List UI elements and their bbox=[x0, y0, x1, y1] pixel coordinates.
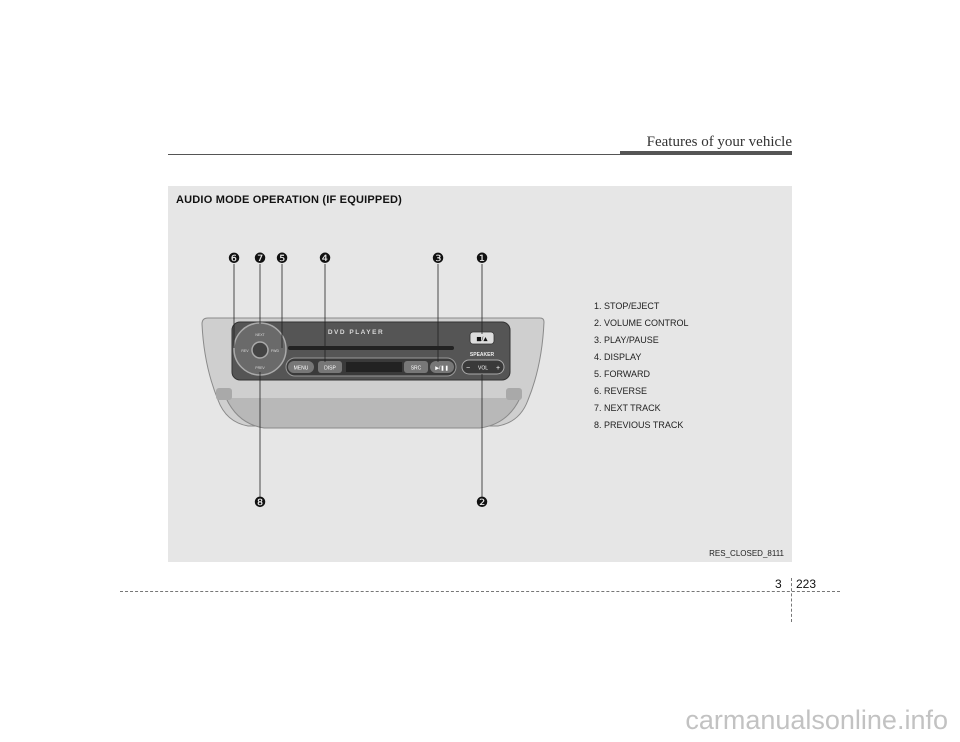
vent-right bbox=[506, 388, 522, 400]
legend-item: 6. REVERSE bbox=[594, 386, 648, 396]
leader-lines bbox=[233, 264, 483, 498]
callout-3: ❸ bbox=[432, 251, 445, 267]
vol-minus-label: − bbox=[466, 365, 470, 372]
play-pause-button-label: ▶/❚❚ bbox=[435, 366, 449, 372]
nav-right-label: FWD bbox=[271, 349, 279, 353]
header-rule-accent bbox=[620, 151, 792, 155]
src-button bbox=[404, 361, 428, 373]
speaker-label: SPEAKER bbox=[470, 352, 495, 358]
page-number: 223 bbox=[796, 577, 817, 591]
callout-8: ❽ bbox=[254, 495, 267, 511]
callout-2: ❷ bbox=[476, 495, 489, 511]
dvd-player-illustration: DVD PLAYER NEXT REV FWD PREV MENU DISP S… bbox=[201, 251, 545, 511]
disc-slot bbox=[288, 346, 454, 350]
nav-center bbox=[251, 341, 269, 359]
callout-6: ❻ bbox=[228, 251, 241, 267]
chapter-number: 3 bbox=[775, 577, 782, 591]
legend-item: 1. STOP/EJECT bbox=[594, 301, 660, 311]
legend-list: 1. STOP/EJECT 2. VOLUME CONTROL 3. PLAY/… bbox=[594, 298, 689, 434]
src-button-label: SRC bbox=[411, 366, 422, 372]
menu-button-label: MENU bbox=[294, 366, 309, 372]
legend-item: 3. PLAY/PAUSE bbox=[594, 335, 659, 345]
figure-panel: AUDIO MODE OPERATION (IF EQUIPPED) DVD P… bbox=[168, 186, 792, 562]
nav-down-label: PREV bbox=[255, 366, 265, 370]
disp-button bbox=[318, 361, 342, 373]
nav-up-label: NEXT bbox=[255, 333, 265, 337]
vol-plus-label: + bbox=[496, 365, 500, 372]
volume-control bbox=[461, 359, 505, 375]
figure-title: AUDIO MODE OPERATION (IF EQUIPPED) bbox=[176, 194, 402, 206]
display-window bbox=[346, 362, 402, 372]
header-title: Features of your vehicle bbox=[646, 134, 792, 150]
vent-left bbox=[216, 388, 232, 400]
legend-item: 2. VOLUME CONTROL bbox=[594, 318, 689, 328]
housing-lower bbox=[225, 397, 521, 429]
legend-item: 8. PREVIOUS TRACK bbox=[594, 420, 684, 430]
device-label: DVD PLAYER bbox=[328, 329, 384, 336]
disp-button-label: DISP bbox=[324, 366, 336, 372]
callout-4: ❹ bbox=[319, 251, 332, 267]
header-rule bbox=[168, 154, 792, 155]
callout-1: ❶ bbox=[476, 251, 489, 267]
legend-item: 5. FORWARD bbox=[594, 369, 651, 379]
nav-left-label: REV bbox=[241, 349, 249, 353]
stop-eject-button-label: ■/▲ bbox=[476, 337, 488, 343]
vol-label: VOL bbox=[478, 366, 488, 372]
footer-divider bbox=[791, 578, 792, 622]
play-pause-button bbox=[430, 361, 454, 373]
menu-button bbox=[288, 361, 314, 373]
callout-7: ❼ bbox=[254, 251, 267, 267]
footer-rule bbox=[120, 591, 840, 592]
callouts: ❻ ❼ ❺ ❹ ❸ ❶ ❽ ❷ bbox=[228, 251, 489, 511]
legend-item: 7. NEXT TRACK bbox=[594, 403, 661, 413]
watermark[interactable]: carmanualsonline.info bbox=[685, 705, 948, 735]
callout-5: ❺ bbox=[276, 251, 289, 267]
legend-item: 4. DISPLAY bbox=[594, 352, 642, 362]
figure-code: RES_CLOSED_8111 bbox=[709, 549, 784, 558]
